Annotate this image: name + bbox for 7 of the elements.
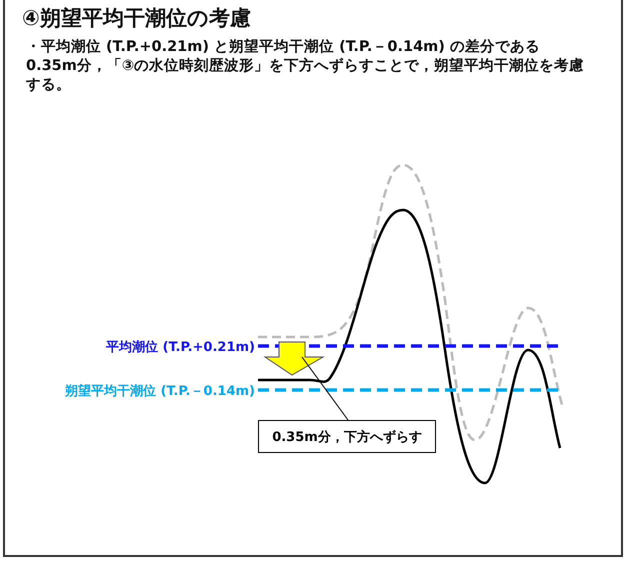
level-label: 平均潮位 (T.P.+0.21m) bbox=[105, 339, 255, 356]
callout-box: 0.35m分，下方へずらす bbox=[258, 420, 436, 453]
description-text: ・平均潮位 (T.P.+0.21m) と朔望平均干潮位 (T.P.－0.14m) の差分である0.35m分，「③の水位時刻歴波形」を下方へずらすことで，朔望平均干潮位を考慮する。 bbox=[26, 38, 586, 95]
leader-line bbox=[302, 356, 348, 420]
title: ④朔望平均干潮位の考慮 bbox=[22, 5, 251, 32]
level-label: 朔望平均干潮位 (T.P.－0.14m) bbox=[64, 382, 255, 400]
shift-down-arrow bbox=[263, 342, 325, 376]
